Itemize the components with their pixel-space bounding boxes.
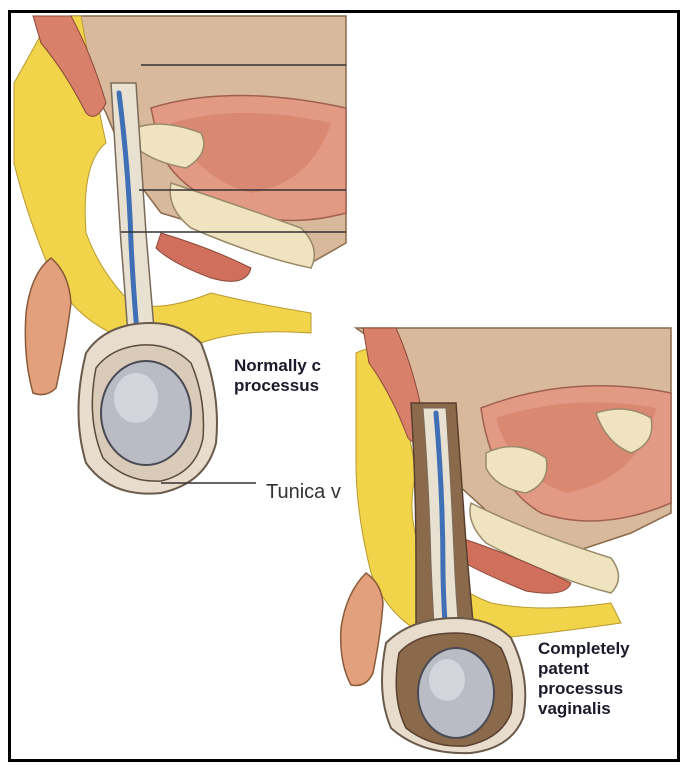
label-completely: Completely: [538, 639, 630, 658]
testis-highlight-lower: [429, 659, 465, 701]
label-vaginalis: vaginalis: [538, 699, 611, 718]
penis-lower: [341, 573, 383, 686]
normal-anatomy-illustration: [14, 16, 346, 494]
testis-highlight-upper: [114, 373, 158, 423]
label-processus-bottom: processus: [538, 679, 623, 698]
label-normally: Normally c: [234, 356, 321, 375]
label-tunica: Tunica v: [266, 481, 341, 503]
label-patent: patent: [538, 659, 589, 678]
figure-frame: Normally c processus Tunica v Completely…: [8, 10, 680, 762]
penis-upper: [25, 258, 71, 395]
label-processus-top: processus: [234, 376, 319, 395]
